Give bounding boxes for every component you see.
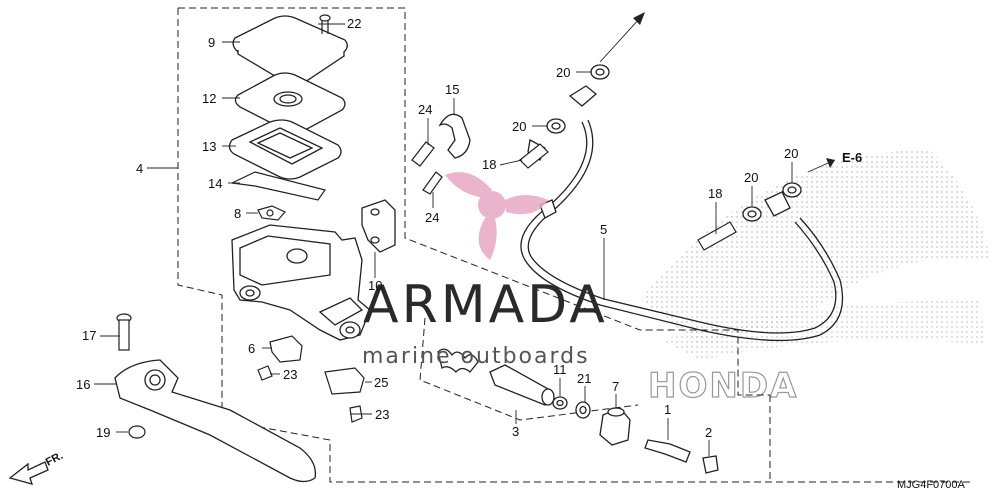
- honda-wing-logo: HONDA: [640, 150, 990, 407]
- callout-25: 25: [374, 375, 388, 390]
- assembly-boundary: [177, 7, 970, 483]
- watermark-tagline: marine outboards: [362, 344, 590, 369]
- front-direction-arrow: [8, 461, 49, 485]
- diaphragm: [228, 119, 342, 180]
- callout-13: 13: [202, 139, 216, 154]
- callout-18-a: 18: [482, 157, 496, 172]
- cap-clip: [257, 205, 286, 221]
- callout-10: 10: [368, 278, 382, 293]
- callout-4: 4: [136, 161, 143, 176]
- callout-19: 19: [96, 425, 110, 440]
- e6-arrow: [826, 158, 835, 168]
- switch-bracket: [257, 335, 365, 423]
- callout-18-b: 18: [708, 186, 722, 201]
- bleed-cap: [702, 455, 719, 474]
- callout-1: 1: [664, 402, 671, 417]
- callout-24-lower: 24: [425, 210, 439, 225]
- reference-e6: E-6: [842, 150, 862, 165]
- callout-12: 12: [202, 91, 216, 106]
- callout-20-b: 20: [512, 119, 526, 134]
- callout-9: 9: [208, 35, 215, 50]
- diagram-code: MJG4F0700A: [897, 479, 966, 491]
- callout-8: 8: [234, 206, 241, 221]
- armada-watermark: ARMADA marine outboards: [362, 172, 608, 369]
- reservoir-float-spring: [231, 171, 326, 201]
- callout-3: 3: [512, 424, 519, 439]
- washers-seals: [552, 396, 591, 419]
- holder-bolts: [411, 141, 443, 195]
- callout-labels: 9 22 12 13 14 4 8 24 15 24 10 20 20 18 2…: [76, 16, 798, 440]
- bleed-screw: [644, 439, 691, 463]
- boot-cap: [599, 407, 631, 446]
- front-direction-label: FR.: [44, 450, 65, 469]
- master-cylinder-body: [231, 224, 371, 341]
- callout-11: 11: [553, 362, 567, 377]
- callout-2: 2: [705, 425, 712, 440]
- callout-23-a: 23: [283, 367, 297, 382]
- callout-14: 14: [208, 176, 222, 191]
- propeller-logo: [445, 172, 548, 260]
- banjo-bolts: [519, 143, 737, 251]
- lever-pivot-nut: [128, 425, 146, 439]
- watermark-brand: ARMADA: [363, 275, 608, 335]
- hose-direction-arrow: [633, 12, 645, 25]
- callout-5: 5: [600, 222, 607, 237]
- honda-logo-text: HONDA: [648, 366, 798, 406]
- callout-24-upper: 24: [418, 102, 432, 117]
- callout-22: 22: [347, 16, 361, 31]
- callout-16: 16: [76, 377, 90, 392]
- reservoir-cap: [232, 15, 348, 85]
- callout-7: 7: [612, 379, 619, 394]
- holder-clamp: [361, 199, 396, 253]
- cap-screw: [319, 14, 331, 34]
- callout-15: 15: [445, 82, 459, 97]
- callout-17: 17: [82, 328, 96, 343]
- callout-20-c: 20: [784, 146, 798, 161]
- callout-6: 6: [248, 341, 255, 356]
- callout-20-d: 20: [744, 170, 758, 185]
- diaphragm-plate: [234, 72, 346, 133]
- callout-20-a: 20: [556, 65, 570, 80]
- brake-lever: [114, 359, 317, 483]
- boot: [438, 113, 471, 159]
- piston-assembly: [437, 348, 555, 406]
- pivot-bolt: [116, 313, 132, 351]
- callout-23-b: 23: [375, 407, 389, 422]
- callout-21: 21: [577, 371, 591, 386]
